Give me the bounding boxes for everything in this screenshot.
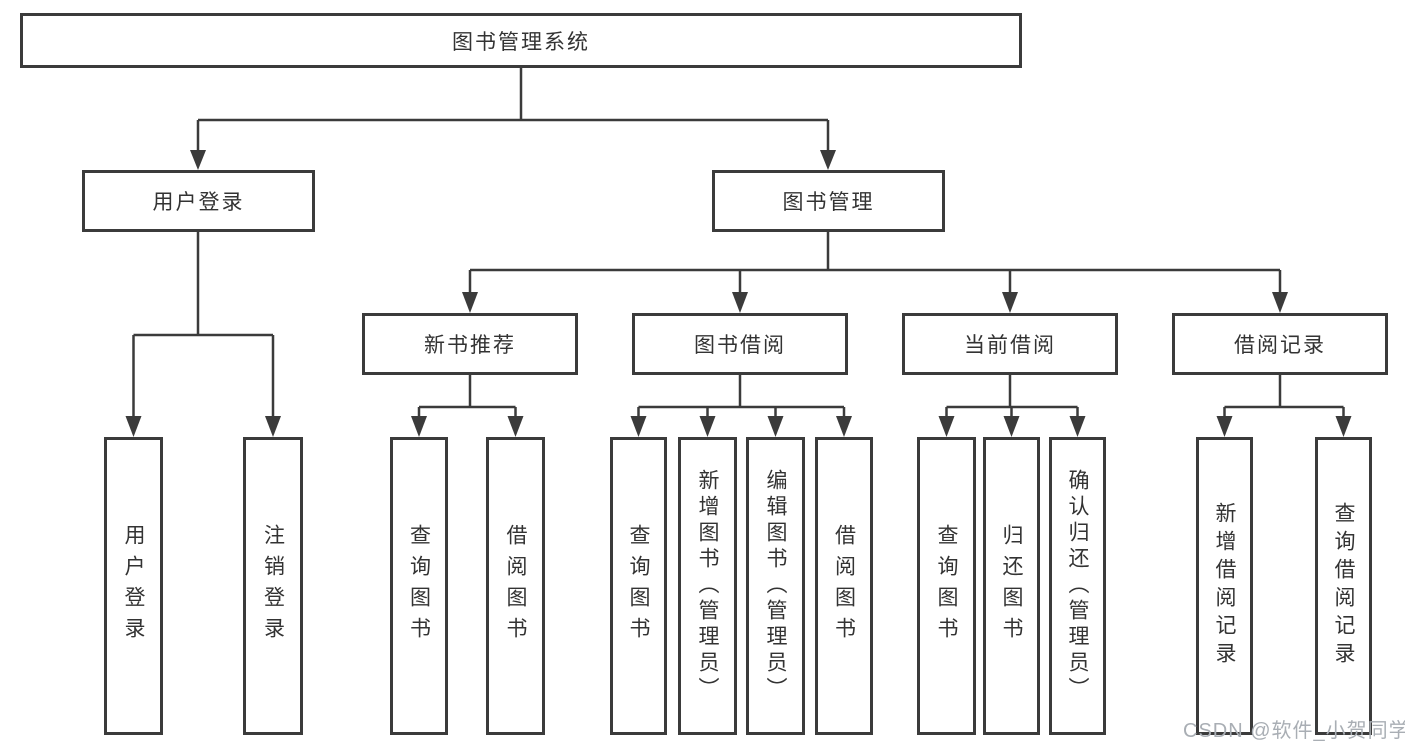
leaf-add-books-admin-label: 新增图书（管理员）	[696, 469, 719, 703]
leaf-user-login: 用户登录	[104, 437, 163, 735]
leaf-borrow-books-recommend: 借阅图书	[486, 437, 545, 735]
node-borrow-records: 借阅记录	[1172, 313, 1388, 375]
leaf-add-borrow-record: 新增借阅记录	[1196, 437, 1253, 735]
leaf-confirm-return-admin-label: 确认归还（管理员）	[1066, 469, 1089, 703]
node-user-login: 用户登录	[82, 170, 315, 232]
node-new-book-recommend: 新书推荐	[362, 313, 578, 375]
leaf-user-login-label: 用户登录	[122, 524, 145, 648]
leaf-return-books-label: 归还图书	[1000, 524, 1023, 648]
leaf-query-borrow-record: 查询借阅记录	[1315, 437, 1372, 735]
leaf-borrow-books-recommend-label: 借阅图书	[504, 524, 527, 648]
node-user-login-label: 用户登录	[152, 191, 245, 214]
node-book-borrow-label: 图书借阅	[694, 334, 786, 357]
leaf-edit-books-admin: 编辑图书（管理员）	[746, 437, 805, 735]
connector-records-to-leaves	[1216, 375, 1352, 437]
leaf-edit-books-admin-label: 编辑图书（管理员）	[764, 469, 787, 703]
leaf-borrow-books-borrow-label: 借阅图书	[832, 524, 856, 648]
leaf-query-books-recommend-label: 查询图书	[407, 524, 431, 648]
leaf-return-books: 归还图书	[983, 437, 1040, 735]
connector-bookmgmt-to-level3	[462, 232, 1288, 313]
leaf-logout: 注销登录	[243, 437, 303, 735]
leaf-query-books-current-label: 查询图书	[935, 524, 958, 648]
leaf-query-books-recommend: 查询图书	[390, 437, 448, 735]
csdn-watermark: CSDN @软件_小贺同学	[1183, 720, 1405, 742]
leaf-borrow-books-borrow: 借阅图书	[815, 437, 873, 735]
node-root-label: 图书管理系统	[452, 30, 590, 54]
connector-current-to-leaves	[938, 375, 1086, 437]
node-book-management-label: 图书管理	[782, 191, 875, 214]
leaf-logout-label: 注销登录	[261, 524, 285, 648]
leaf-add-books-admin: 新增图书（管理员）	[678, 437, 737, 735]
node-current-borrow-label: 当前借阅	[964, 334, 1056, 357]
leaf-query-books-borrow-label: 查询图书	[627, 524, 650, 648]
connector-root-to-level2	[190, 68, 836, 170]
connector-borrow-to-leaves	[630, 375, 852, 437]
leaf-query-books-borrow: 查询图书	[610, 437, 667, 735]
connector-recommend-to-leaves	[411, 375, 524, 437]
connector-userlogin-to-leaves	[125, 232, 281, 437]
node-current-borrow: 当前借阅	[902, 313, 1118, 375]
node-borrow-records-label: 借阅记录	[1234, 334, 1326, 357]
leaf-query-borrow-record-label: 查询借阅记录	[1332, 502, 1355, 670]
leaf-query-books-current: 查询图书	[917, 437, 976, 735]
leaf-add-borrow-record-label: 新增借阅记录	[1213, 502, 1236, 670]
node-book-borrow: 图书借阅	[632, 313, 848, 375]
node-root: 图书管理系统	[20, 13, 1022, 68]
leaf-confirm-return-admin: 确认归还（管理员）	[1049, 437, 1106, 735]
node-book-management: 图书管理	[712, 170, 945, 232]
node-new-book-recommend-label: 新书推荐	[424, 334, 516, 357]
